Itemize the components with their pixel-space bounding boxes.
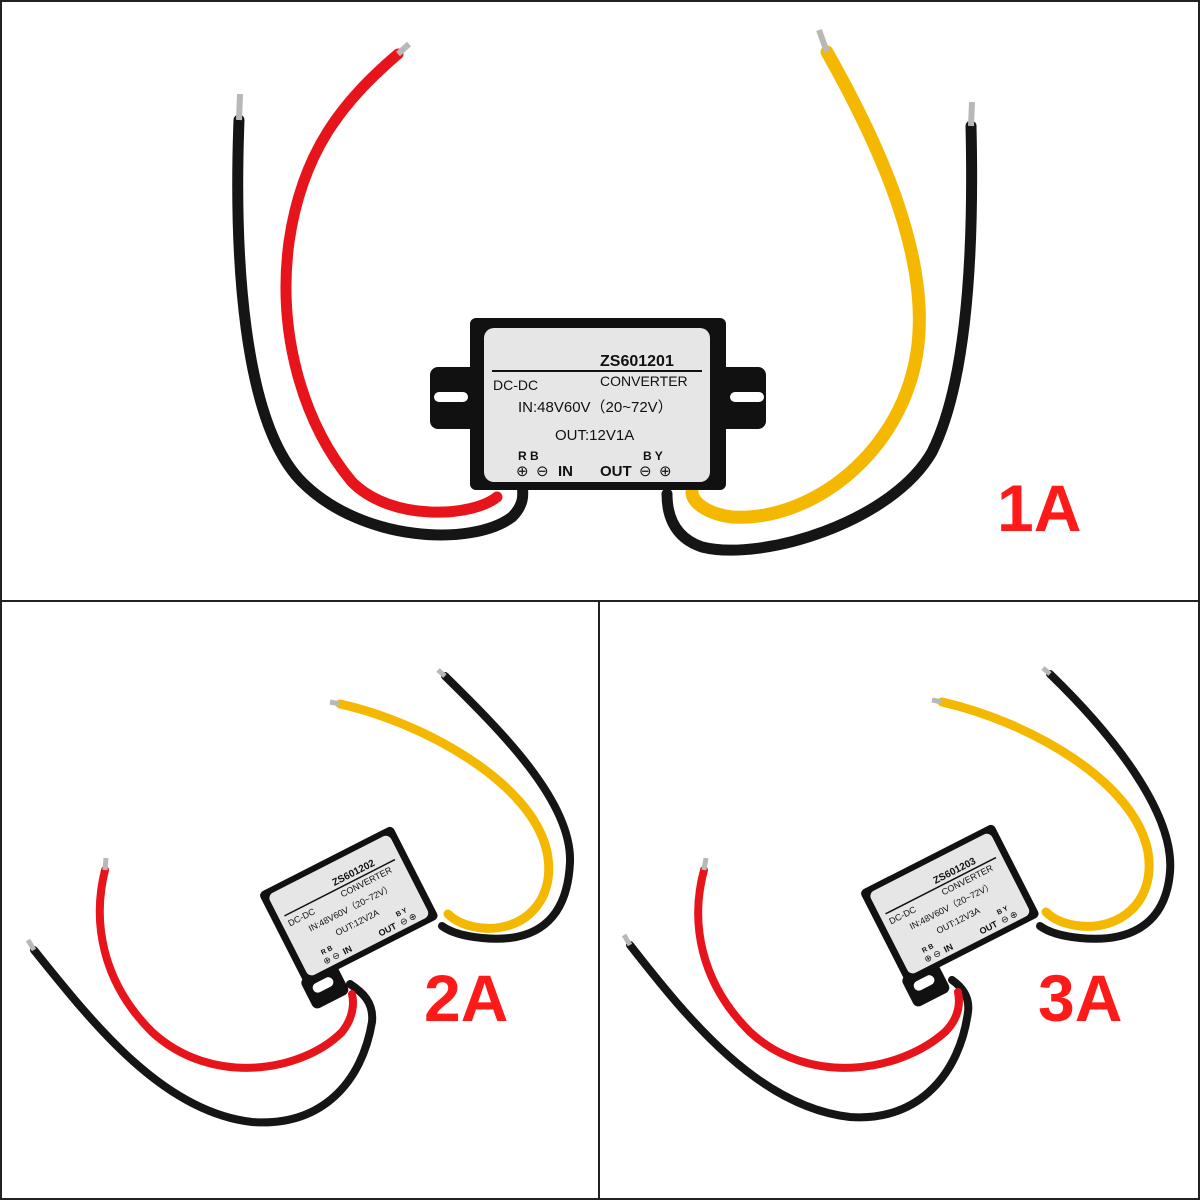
input-black-wire-tip: [236, 93, 243, 121]
input-black-wire: [232, 114, 529, 541]
ear-slot-right: [730, 392, 764, 402]
output-black-wire: [661, 120, 978, 556]
input-plus-icon: ⊕: [321, 954, 332, 966]
input-black-wire: [626, 941, 973, 1122]
converter-label: [870, 833, 1030, 974]
output-plus-icon: ⊕: [659, 463, 672, 480]
current-rating-label: 1A: [997, 471, 1082, 545]
ear-slot-left: [312, 977, 334, 993]
output-yellow-wire-tip: [329, 699, 341, 707]
converter-1a-illustration: ZS601201 DC-DC CONVERTER IN:48V60V（20~72…: [232, 28, 978, 556]
output-minus-icon: ⊖: [398, 915, 409, 927]
input-red-wire-tip: [701, 857, 709, 871]
type-left: DC-DC: [493, 377, 538, 393]
input-pin-letters: R B: [921, 943, 935, 955]
output-plus-icon: ⊕: [1008, 909, 1019, 921]
output-black-wire: [1036, 670, 1175, 943]
converter-3a-illustration: ZS601203 DC-DC CONVERTER IN:48V60V（20~72…: [621, 666, 1175, 1122]
output-black-wire-tip: [968, 101, 975, 127]
input-red-wire: [280, 48, 503, 518]
label-divider: [885, 856, 997, 915]
input-minus-icon: ⊖: [330, 950, 341, 962]
product-photo-3a: ZS601203 DC-DC CONVERTER IN:48V60V（20~72…: [598, 600, 1200, 1200]
output-yellow-wire: [685, 45, 926, 524]
input-black-wire-tip: [621, 933, 633, 947]
input-minus-icon: ⊖: [536, 463, 549, 480]
output-yellow-wire: [937, 697, 1154, 931]
output-minus-icon: ⊖: [639, 463, 652, 480]
input-red-wire: [694, 866, 963, 1072]
output-spec: OUT:12V1A: [555, 427, 634, 444]
input-black-wire: [30, 946, 377, 1127]
product-photo-2a: ZS601202 DC-DC CONVERTER IN:48V60V（20~72…: [0, 600, 600, 1200]
output-minus-icon: ⊖: [999, 913, 1010, 925]
output-yellow-wire: [335, 699, 554, 933]
input-black-wire-tip: [25, 938, 37, 952]
input-label: IN: [942, 942, 955, 955]
output-black-wire: [438, 672, 575, 943]
product-photo-1a: ZS601201 DC-DC CONVERTER IN:48V60V（20~72…: [0, 0, 1200, 602]
ear-slot-left: [434, 392, 468, 402]
converter-label: [269, 835, 429, 976]
input-label: IN: [341, 944, 354, 957]
input-red-wire-tip: [102, 857, 109, 871]
ear-slot-left: [913, 975, 935, 991]
model-number: ZS601201: [600, 353, 674, 370]
current-rating-label: 3A: [1038, 961, 1123, 1035]
output-pin-letters: B Y: [643, 449, 663, 463]
input-plus-icon: ⊕: [516, 463, 529, 480]
current-rating-label: 2A: [424, 961, 509, 1035]
converter-body: ZS601202 DC-DC CONVERTER IN:48V60V（20~72…: [260, 826, 438, 1009]
output-pin-letters: B Y: [996, 905, 1010, 917]
output-label: OUT: [600, 463, 632, 480]
input-pin-letters: R B: [518, 449, 539, 463]
output-plus-icon: ⊕: [407, 911, 418, 923]
output-yellow-wire-tip: [816, 28, 830, 54]
label-divider: [284, 858, 396, 917]
converter-2a-illustration: ZS601202 DC-DC CONVERTER IN:48V60V（20~72…: [25, 668, 575, 1127]
output-black-wire-tip: [1041, 666, 1052, 676]
converter-body: ZS601203 DC-DC CONVERTER IN:48V60V（20~72…: [861, 824, 1039, 1007]
output-pin-letters: B Y: [395, 907, 409, 919]
converter-label: [484, 328, 710, 482]
input-minus-icon: ⊖: [931, 948, 942, 960]
input-plus-icon: ⊕: [922, 952, 933, 964]
input-red-wire-tip: [395, 41, 412, 57]
input-label: IN: [558, 463, 573, 480]
input-red-wire: [95, 866, 357, 1072]
input-spec: IN:48V60V（20~72V）: [518, 399, 673, 416]
output-yellow-wire-tip: [931, 697, 943, 705]
output-black-wire-tip: [436, 668, 447, 678]
type-right: CONVERTER: [600, 373, 688, 389]
input-pin-letters: R B: [320, 945, 334, 957]
